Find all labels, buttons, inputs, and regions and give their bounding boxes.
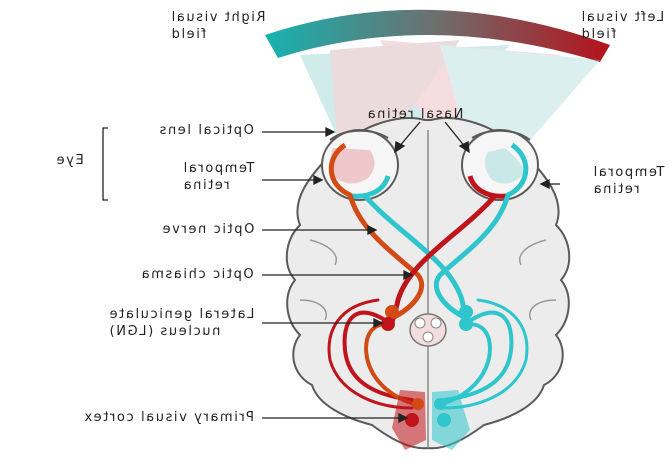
optical-lens-label: Optical lens <box>158 122 254 139</box>
cortex-right-dot-2 <box>434 398 446 410</box>
optic-nerve-label: Optic nerve <box>161 221 254 238</box>
cortex-left-dot-2 <box>412 398 424 410</box>
primary-visual-cortex-label: Primary visual cortex <box>83 409 254 426</box>
lgn-label: Lateral geniculate nucleus (LGN) <box>108 306 254 340</box>
lgn-right <box>459 317 473 331</box>
left-visual-field-label: Left visual field <box>580 9 664 43</box>
lgn-left-outer <box>385 305 399 319</box>
lgn-right-outer <box>459 305 473 319</box>
eye-label: Eye <box>55 152 84 169</box>
midbrain <box>410 314 446 346</box>
right-visual-field-label: Right visual field <box>170 9 265 43</box>
lgn-left <box>381 317 395 331</box>
temporal-retina-left-label: Temporal retina <box>182 160 254 194</box>
optic-chiasma-label: Optic chiasma <box>140 266 254 283</box>
temporal-retina-right-label: Temporal retina <box>592 164 664 198</box>
nasal-retina-label: Nasal retina <box>366 106 463 123</box>
eye-bracket <box>103 128 108 200</box>
cortex-right-dot <box>437 413 451 427</box>
cortex-left-dot <box>405 413 419 427</box>
